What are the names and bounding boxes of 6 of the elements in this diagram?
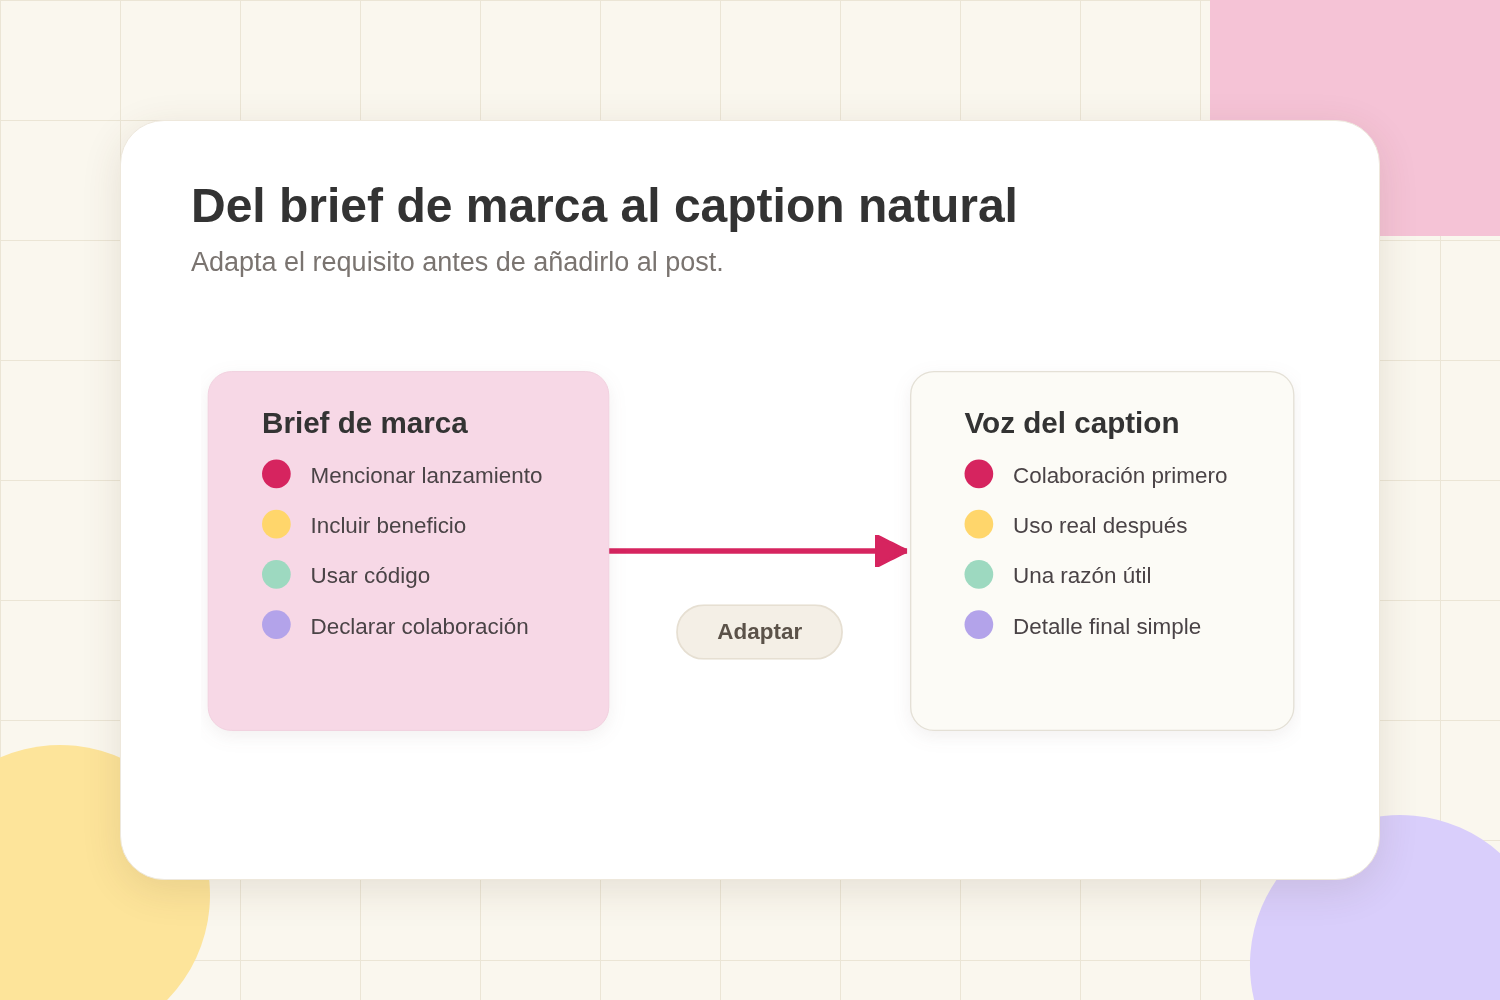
arrow [608, 533, 909, 569]
node-box [207, 371, 610, 731]
node-box [910, 370, 1295, 732]
edge-label: Adaptar [717, 618, 803, 644]
diagram-title: Del brief de marca al caption natural [191, 178, 1018, 234]
subtitle: Adapta el requisito antes de añadirlo al post. [191, 246, 724, 279]
